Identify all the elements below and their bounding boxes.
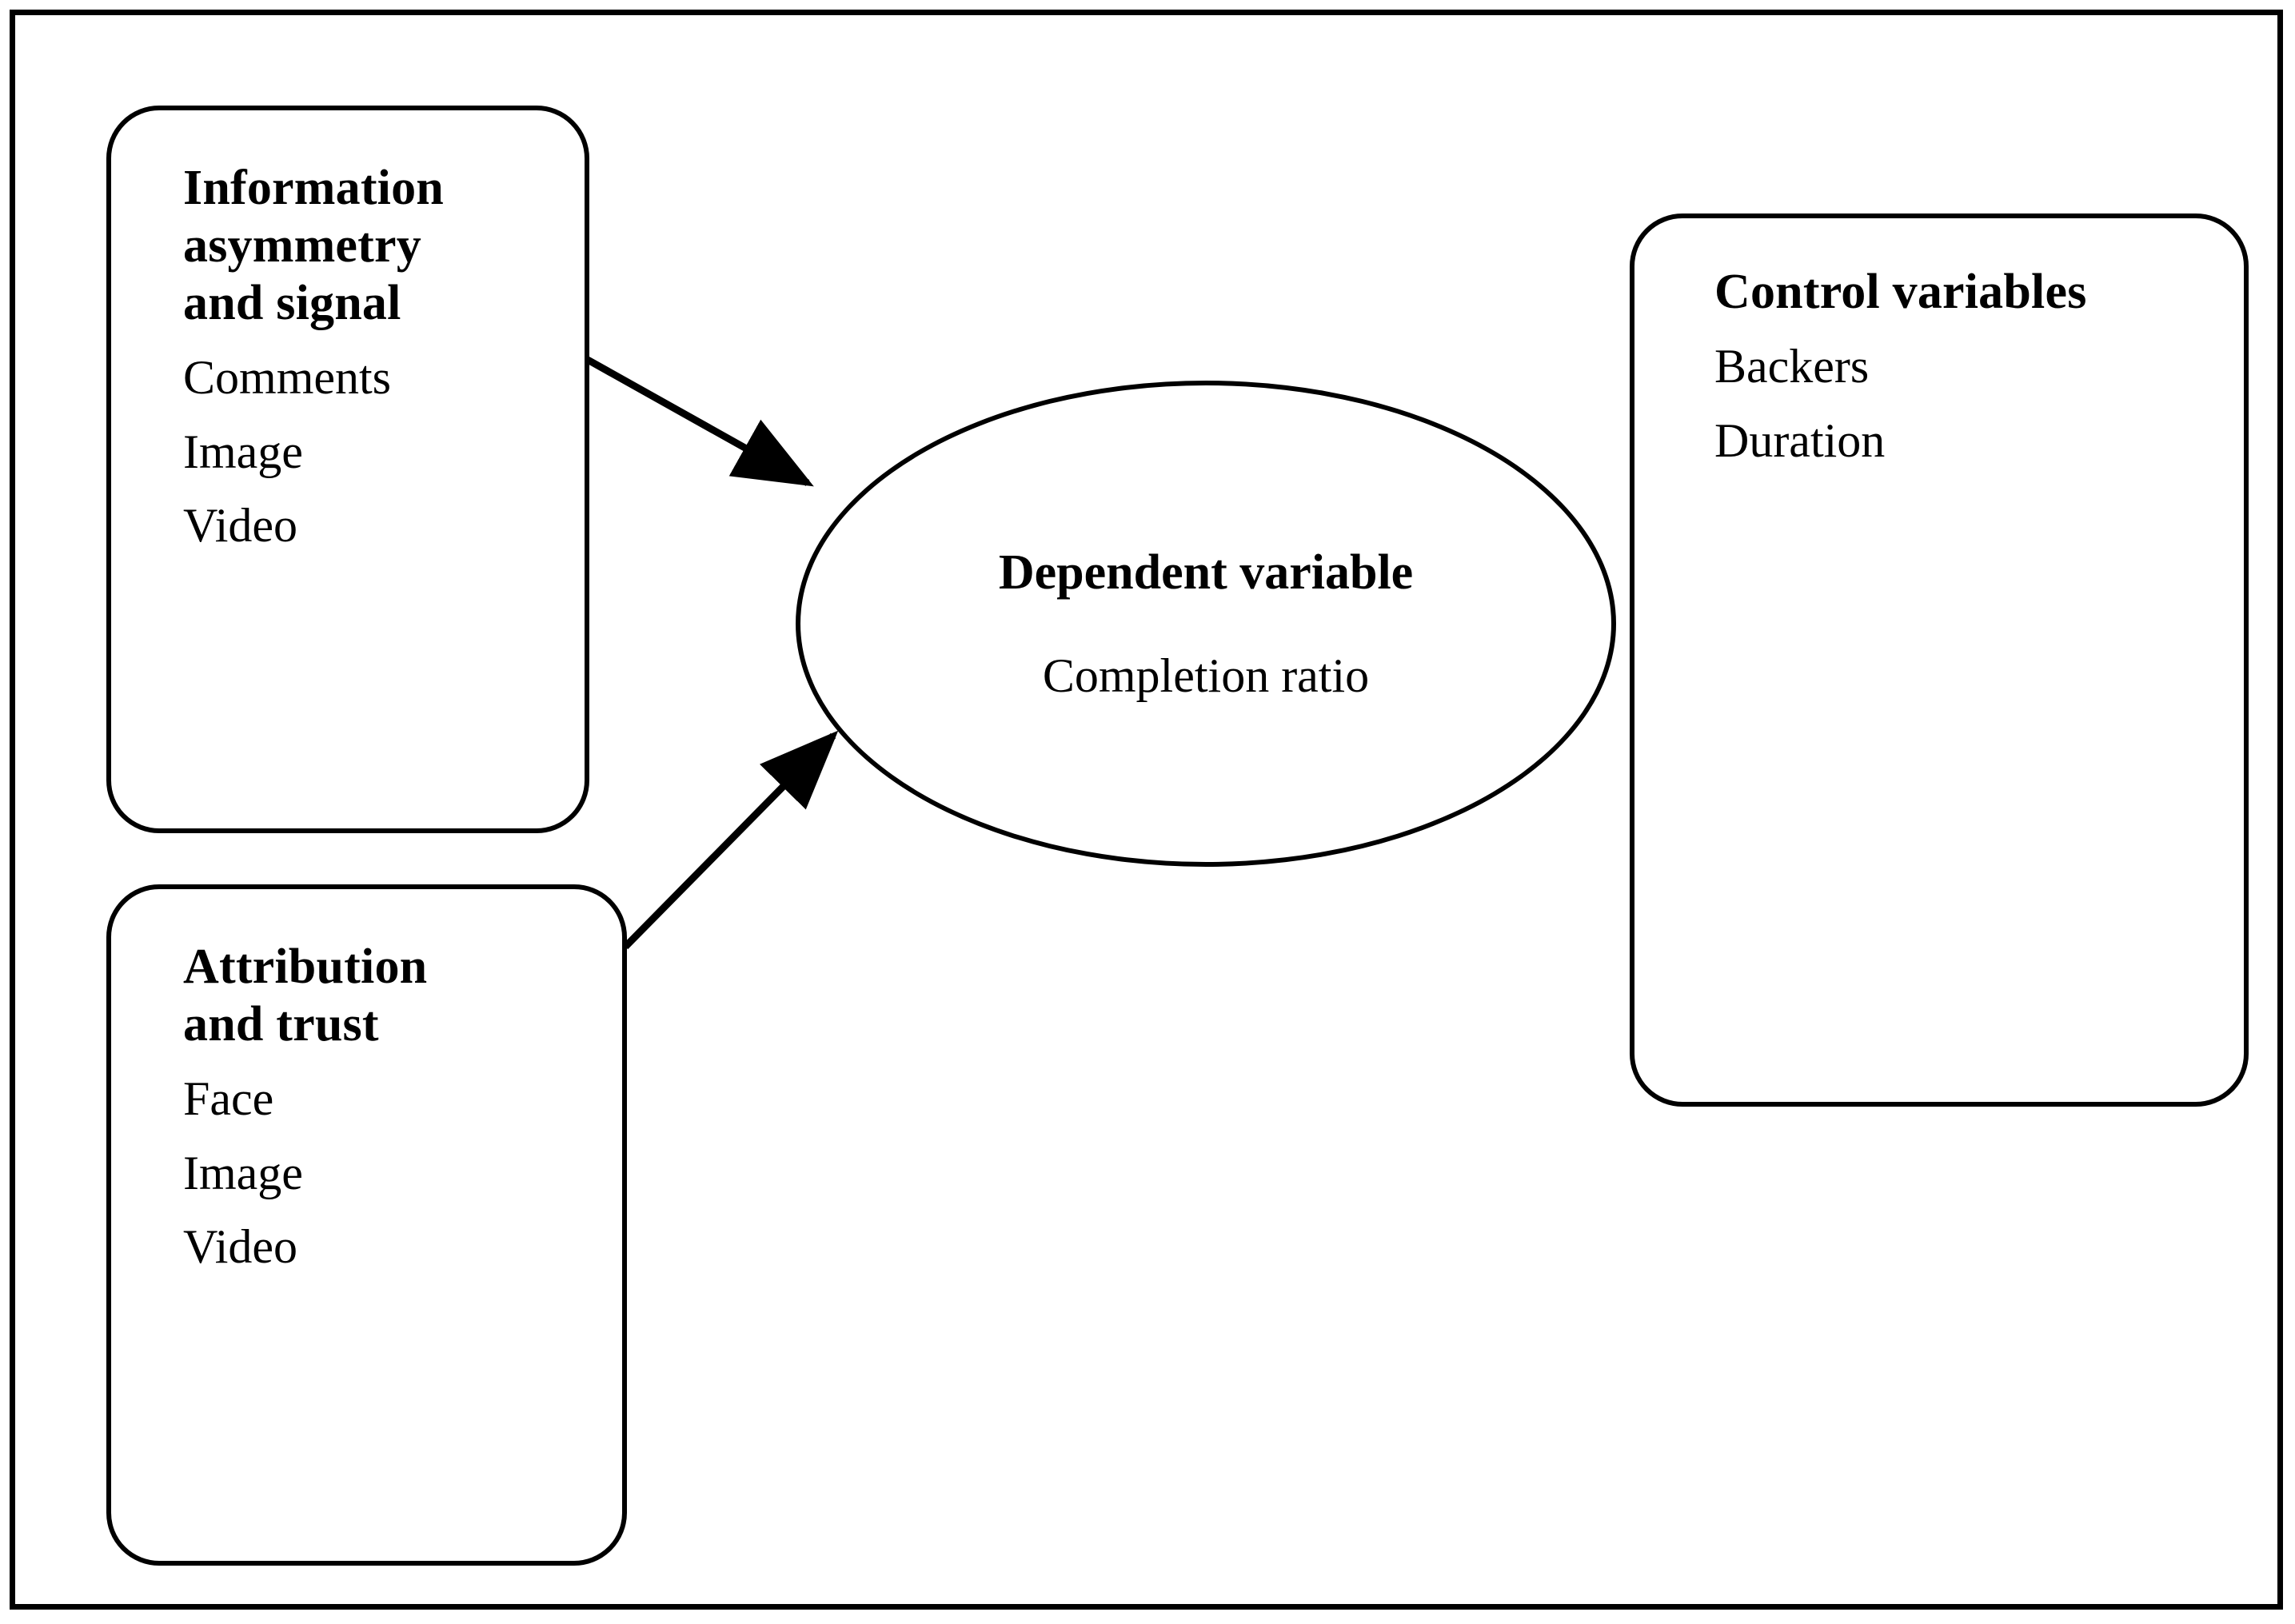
construct-item-image: Image	[183, 1146, 303, 1199]
ellipse-title: Dependent variable	[998, 545, 1414, 600]
box-title-information-asymmetry: Information asymmetry and signal	[183, 161, 444, 330]
construct-box-control-variables: Control variables Backers Duration	[1630, 213, 2249, 1107]
box-content: Control variables Backers Duration	[1634, 264, 2244, 478]
box-content: Information asymmetry and signal Comment…	[111, 160, 585, 563]
ellipse-dependent-variable: Dependent variable Completion ratio	[796, 381, 1616, 867]
construct-item-duration: Duration	[1714, 413, 1886, 467]
construct-box-attribution-and-trust: Attribution and trust Face Image Video	[106, 884, 627, 1566]
ellipse-subtitle: Completion ratio	[1042, 649, 1370, 703]
box-content: Attribution and trust Face Image Video	[111, 939, 622, 1284]
construct-item-image: Image	[183, 425, 303, 478]
construct-item-face: Face	[183, 1071, 274, 1125]
box-title-attribution-and-trust: Attribution and trust	[183, 940, 428, 1051]
box-title-control-variables: Control variables	[1714, 265, 2087, 319]
construct-item-comments: Comments	[183, 350, 392, 404]
construct-box-information-asymmetry: Information asymmetry and signal Comment…	[106, 106, 589, 833]
construct-item-video: Video	[183, 499, 298, 553]
construct-item-backers: Backers	[1714, 339, 1870, 393]
construct-item-video: Video	[183, 1220, 298, 1274]
